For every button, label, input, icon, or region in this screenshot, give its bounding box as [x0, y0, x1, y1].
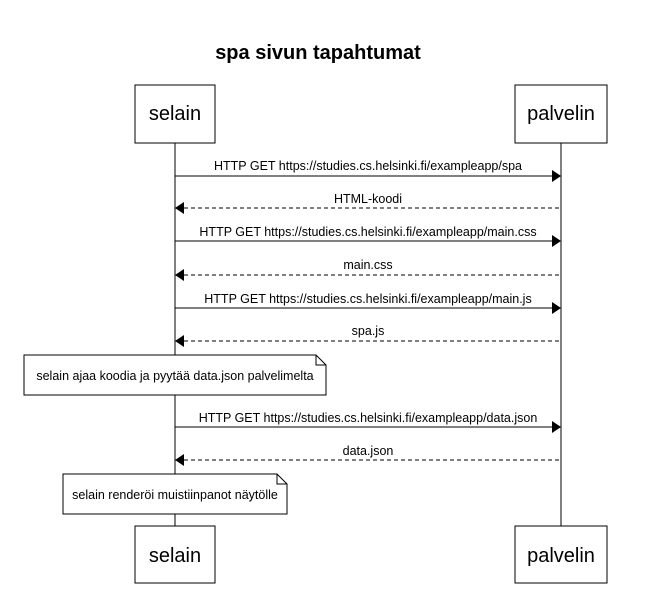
message-get-main-js: HTTP GET https://studies.cs.helsinki.fi/…	[175, 292, 561, 314]
message-label: HTML-koodi	[334, 192, 402, 206]
message-label: HTTP GET https://studies.cs.helsinki.fi/…	[199, 411, 538, 425]
arrowhead-icon	[175, 335, 184, 347]
arrowhead-icon	[175, 202, 184, 214]
message-spa-js: spa.js	[175, 324, 561, 347]
message-html-koodi: HTML-koodi	[175, 192, 561, 214]
message-label: main.css	[343, 258, 392, 272]
actor-selain-top-label: selain	[149, 103, 201, 125]
arrowhead-icon	[552, 302, 561, 314]
message-get-main-css: HTTP GET https://studies.cs.helsinki.fi/…	[175, 225, 561, 247]
actor-selain-bottom: selain	[134, 525, 216, 584]
actor-palvelin-top: palvelin	[514, 84, 608, 144]
message-get-spa: HTTP GET https://studies.cs.helsinki.fi/…	[175, 159, 561, 182]
message-data-json: data.json	[175, 444, 561, 466]
message-label: spa.js	[352, 324, 385, 338]
message-label: data.json	[343, 444, 394, 458]
note-ajaa-koodia: selain ajaa koodia ja pyytää data.json p…	[23, 354, 327, 396]
note-label: selain ajaa koodia ja pyytää data.json p…	[36, 369, 313, 383]
arrowhead-icon	[175, 269, 184, 281]
actor-palvelin-top-label: palvelin	[527, 103, 595, 125]
note-label: selain renderöi muistiinpanot näytölle	[72, 488, 278, 502]
actor-selain-bottom-label: selain	[149, 545, 201, 567]
actor-palvelin-bottom: palvelin	[514, 525, 608, 584]
note-renderoi: selain renderöi muistiinpanot näytölle	[62, 473, 288, 515]
message-label: HTTP GET https://studies.cs.helsinki.fi/…	[214, 159, 522, 173]
message-label: HTTP GET https://studies.cs.helsinki.fi/…	[204, 292, 531, 306]
message-label: HTTP GET https://studies.cs.helsinki.fi/…	[199, 225, 536, 239]
arrowhead-icon	[552, 170, 561, 182]
arrowhead-icon	[552, 421, 561, 433]
message-main-css: main.css	[175, 258, 561, 281]
message-get-data-json: HTTP GET https://studies.cs.helsinki.fi/…	[175, 411, 561, 433]
arrowhead-icon	[552, 235, 561, 247]
actor-palvelin-bottom-label: palvelin	[527, 545, 595, 567]
diagram-title: spa sivun tapahtumat	[215, 42, 421, 64]
actor-selain-top: selain	[134, 84, 216, 144]
arrowhead-icon	[175, 454, 184, 466]
